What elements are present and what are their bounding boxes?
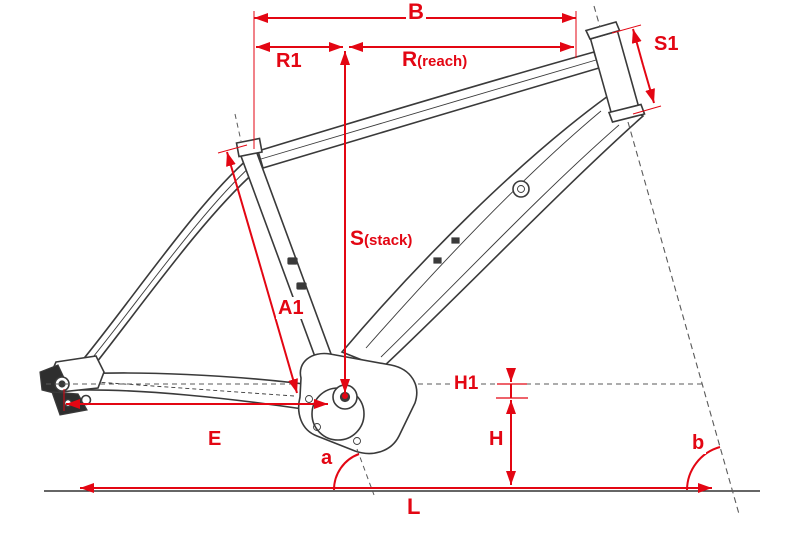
bottle-boss-1 — [451, 237, 460, 244]
charge-port-inner — [517, 185, 525, 193]
seat-stay-seam — [84, 163, 254, 368]
motor-bolt-3 — [305, 395, 313, 403]
bb-reference-dot — [342, 393, 348, 399]
charge-port — [512, 180, 530, 198]
dim-label-reach-letter: R — [402, 48, 418, 71]
steering-axis-line — [627, 121, 740, 515]
dim-label-e: E — [206, 428, 224, 450]
dim-label-reach-suffix: (reach) — [417, 53, 468, 70]
dim-label-stack-letter: S — [350, 227, 365, 250]
seat-axis-upper — [234, 113, 242, 142]
chain-stay-routing — [95, 381, 295, 397]
motor-bolt-2 — [353, 437, 361, 445]
head-angle-arc — [686, 446, 721, 491]
dim-label-stack-suffix: (stack) — [364, 232, 413, 249]
ext-s1-bottom — [632, 105, 662, 115]
seat-angle-arc — [332, 453, 360, 491]
head-tube — [589, 30, 640, 115]
top-tube-seam — [260, 59, 597, 160]
bottle-boss-2 — [433, 257, 442, 264]
bike-frame — [39, 21, 646, 455]
dim-a1-line — [226, 151, 263, 273]
dim-label-r1: R1 — [274, 50, 304, 72]
dim-label-head-angle: b — [690, 432, 707, 454]
dim-a1-line-2 — [261, 271, 298, 394]
dim-s1-line — [631, 28, 644, 66]
headset-bottom-cup — [607, 103, 646, 123]
steering-axis-upper — [593, 5, 601, 28]
cable-guide-2 — [296, 282, 307, 290]
dim-label-s1: S1 — [652, 33, 681, 55]
dim-label-l: L — [405, 494, 423, 519]
battery-cover-seam-lower — [380, 124, 620, 358]
dim-label-h: H — [487, 428, 506, 450]
battery-cover-seam-upper — [365, 110, 602, 349]
dim-label-stack: S(stack) — [348, 227, 415, 250]
dim-label-a1: A1 — [276, 297, 306, 319]
dimension-annotations — [63, 11, 721, 493]
seat-stay — [79, 155, 259, 374]
dim-s1-line-2 — [642, 64, 655, 104]
cable-guide-1 — [287, 257, 298, 265]
dim-label-reach: R(reach) — [400, 48, 470, 71]
seat-clamp — [235, 137, 263, 158]
dim-label-seat-angle: a — [319, 447, 335, 469]
ext-a1-top — [217, 144, 248, 154]
dim-label-h1: H1 — [452, 373, 481, 394]
ext-s1-top — [611, 24, 642, 34]
motor-bolt-1 — [313, 423, 321, 431]
dim-label-b: B — [406, 0, 426, 24]
